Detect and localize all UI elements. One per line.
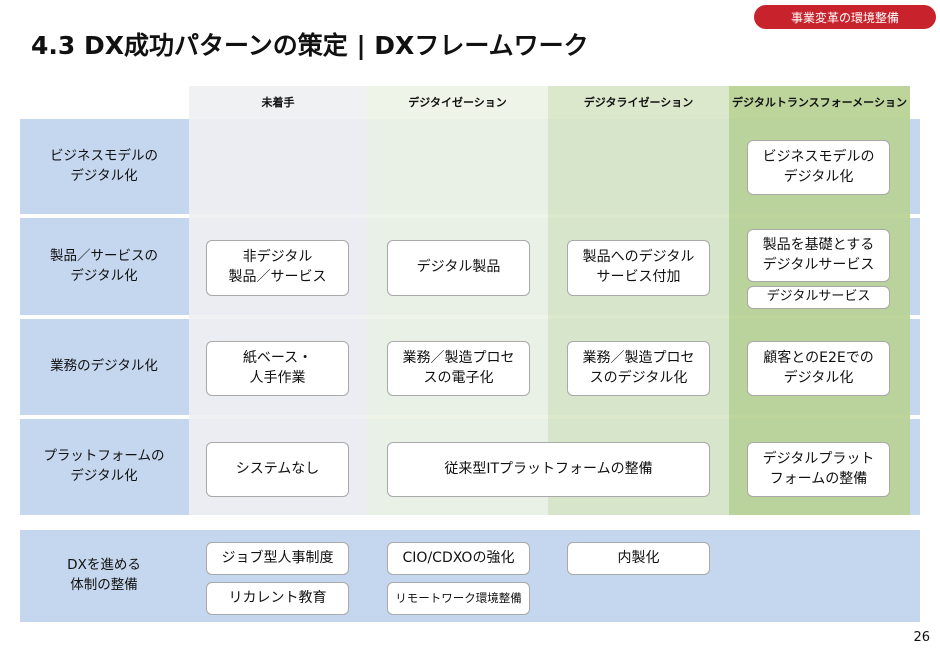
cell-product-digitalization: 製品へのデジタル サービス付加: [567, 240, 710, 296]
cell-platform-none: システムなし: [206, 442, 349, 497]
cell-platform-dx: デジタルプラット フォームの整備: [747, 442, 890, 497]
cell-operations-digitization: 業務／製造プロセ スの電子化: [387, 341, 530, 396]
cell-org-job-based-hr: ジョブ型人事制度: [206, 542, 349, 575]
column-header-dx: デジタルトランスフォーメーション: [732, 96, 907, 109]
cell-org-recurrent-education: リカレント教育: [206, 582, 349, 615]
cell-product-none: 非デジタル 製品／サービス: [206, 240, 349, 296]
column-header-digitization: デジタイゼーション: [408, 96, 507, 109]
cell-org-cio-cdxo: CIO/CDXOの強化: [387, 542, 530, 575]
row-label-operations: 業務のデジタル化: [50, 358, 158, 375]
column-header-none: 未着手: [261, 96, 295, 109]
cell-product-digitization: デジタル製品: [387, 240, 530, 296]
cell-org-remote-work: リモートワーク環境整備: [387, 582, 530, 615]
page-number: 26: [913, 630, 930, 645]
cell-product-dx-top: 製品を基礎とする デジタルサービス: [747, 229, 890, 282]
cell-platform-legacy: 従来型ITプラットフォームの整備: [387, 442, 710, 497]
cell-operations-digitalization: 業務／製造プロセ スのデジタル化: [567, 341, 710, 396]
row-label-product: 製品／サービスの デジタル化: [50, 247, 158, 284]
cell-operations-none: 紙ベース・ 人手作業: [206, 341, 349, 396]
page-title: 4.3 DX成功パターンの策定 | DXフレームワーク: [31, 31, 589, 60]
section-tag: 事業変革の環境整備: [754, 5, 936, 29]
row-label-organization: DXを進める 体制の整備: [67, 557, 141, 593]
column-header-digitalization: デジタライゼーション: [583, 96, 694, 109]
cell-business-model-dx: ビジネスモデルの デジタル化: [747, 140, 890, 195]
row-label-platform: プラットフォームの デジタル化: [43, 448, 165, 484]
cell-product-dx-bottom: デジタルサービス: [747, 286, 890, 309]
cell-org-insourcing: 内製化: [567, 542, 710, 575]
cell-operations-dx: 顧客とのE2Eでの デジタル化: [747, 341, 890, 396]
row-label-business-model: ビジネスモデルの デジタル化: [50, 147, 158, 184]
